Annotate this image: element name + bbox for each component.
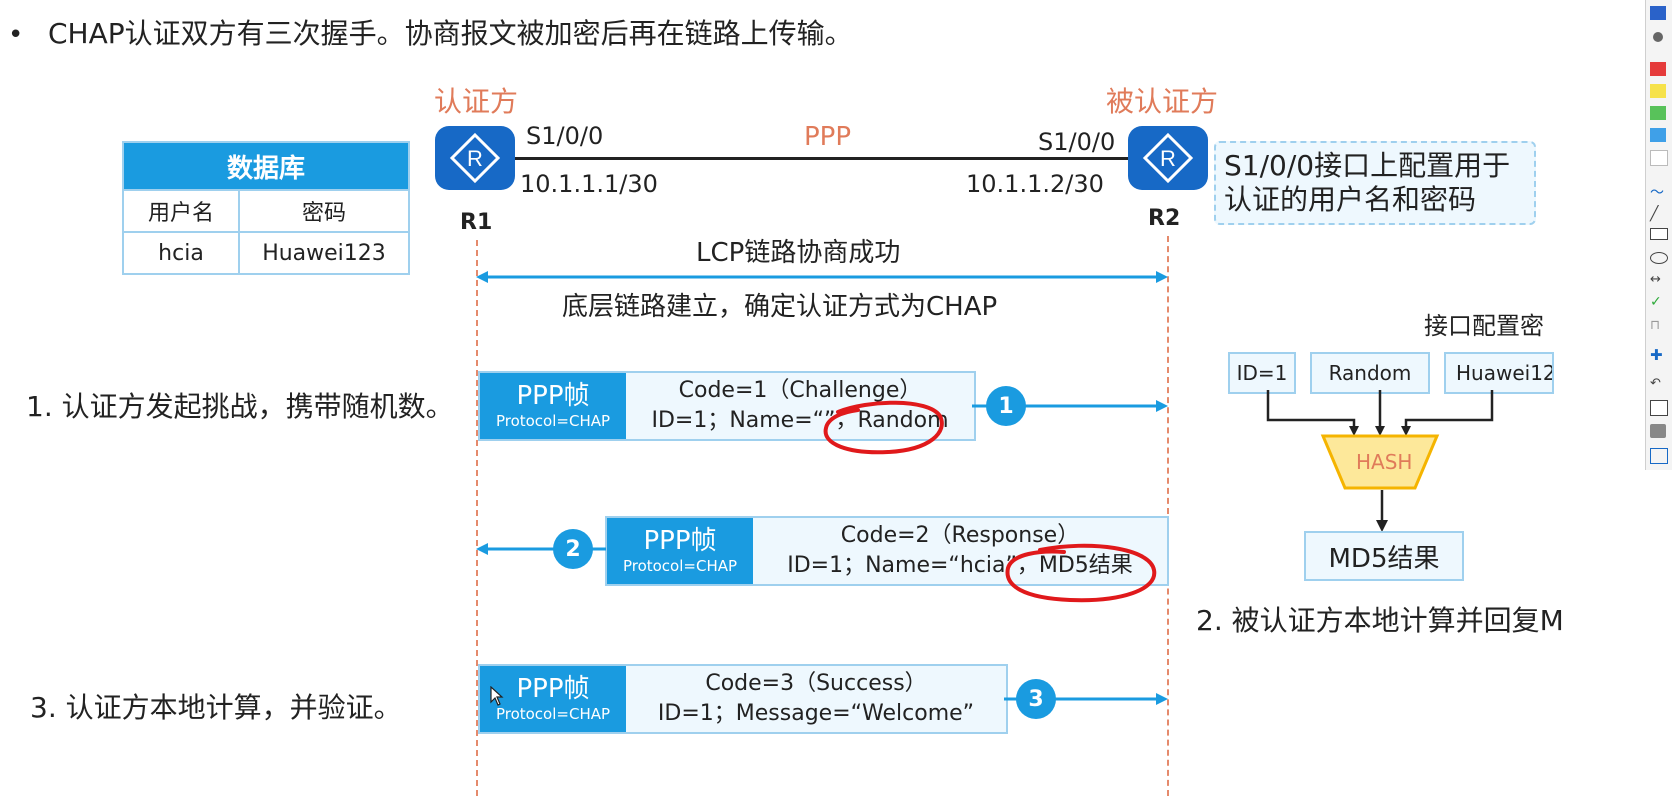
- ppp-link-line: [514, 157, 1132, 160]
- frame-header: PPP帧 Protocol=CHAP: [480, 373, 626, 439]
- screen-icon[interactable]: [1650, 448, 1668, 464]
- step-2-text: 2. 被认证方本地计算并回复M: [1196, 604, 1564, 637]
- freehand-icon[interactable]: ～: [1650, 185, 1664, 201]
- step-2-badge: 2: [553, 529, 593, 569]
- random-annotation-circle: [823, 400, 944, 455]
- hash-input-arrows: [1266, 390, 1494, 436]
- frame-header: PPP帧 Protocol=CHAP: [607, 518, 753, 584]
- frame-code: Code=3（Success）: [705, 671, 927, 696]
- check-icon[interactable]: ✓: [1650, 294, 1662, 310]
- database-col-password: 密码: [238, 189, 410, 233]
- arrow-tool-icon[interactable]: ↔: [1650, 272, 1661, 287]
- database-col-username: 用户名: [122, 189, 240, 233]
- router-icon: R: [449, 132, 501, 184]
- drawing-toolbar: ～ ╱ ↔ ✓ ⊓ ✚ ↶: [1645, 0, 1672, 470]
- hash-trapezoid: [1320, 434, 1440, 490]
- svg-text:R: R: [467, 146, 483, 171]
- frame-type: PPP帧: [516, 381, 590, 411]
- frame-body: Code=2（Response） ID=1；Name=“hcia”，MD5结果: [753, 518, 1167, 584]
- step-1-text: 1. 认证方发起挑战，携带随机数。: [26, 390, 454, 423]
- ellipse-icon[interactable]: [1650, 252, 1668, 264]
- print-icon[interactable]: [1650, 424, 1666, 438]
- line-icon[interactable]: ╱: [1650, 206, 1659, 222]
- router-r2: R: [1128, 126, 1208, 190]
- hash-diagram-title: 接口配置密: [1424, 312, 1544, 340]
- router-r1: R: [435, 126, 515, 190]
- rectangle-icon[interactable]: [1650, 228, 1668, 240]
- frame-header: PPP帧 Protocol=CHAP: [480, 666, 626, 732]
- frame-body: Code=1（Challenge） ID=1；Name=“”，Random: [626, 373, 974, 439]
- r1-port: S1/0/0: [526, 122, 604, 150]
- frame-protocol: Protocol=CHAP: [495, 705, 611, 723]
- step-3-badge: 3: [1016, 679, 1056, 719]
- frame-response: PPP帧 Protocol=CHAP Code=2（Response） ID=1…: [605, 516, 1169, 586]
- stamp-icon[interactable]: ⊓: [1650, 318, 1661, 333]
- dot-icon[interactable]: [1653, 32, 1663, 42]
- database-table: 数据库 用户名 密码 hcia Huawei123: [122, 141, 410, 275]
- step-1-badge: 1: [986, 386, 1026, 426]
- hash-result: MD5结果: [1304, 531, 1464, 581]
- md5-annotation-circle: [1005, 543, 1157, 603]
- frame-code: Code=1（Challenge）: [678, 378, 922, 403]
- hash-label: HASH: [1356, 450, 1413, 474]
- color-green-icon[interactable]: [1650, 106, 1666, 120]
- r1-name: R1: [460, 210, 493, 235]
- bullet-icon: •: [8, 20, 24, 50]
- frame-challenge: PPP帧 Protocol=CHAP Code=1（Challenge） ID=…: [478, 371, 976, 441]
- ppp-link-label: PPP: [804, 122, 852, 152]
- router-icon: R: [1142, 132, 1194, 184]
- r2-port: S1/0/0: [1038, 128, 1116, 156]
- r2-name: R2: [1148, 206, 1181, 231]
- frame-code: Code=2（Response）: [840, 523, 1080, 548]
- frame-fields: ID=1；Name=“”，Random: [651, 408, 949, 433]
- frame-body: Code=3（Success） ID=1；Message=“Welcome”: [626, 666, 1006, 732]
- frame-fields: ID=1；Message=“Welcome”: [657, 701, 975, 726]
- color-white-icon[interactable]: [1650, 150, 1668, 166]
- page-icon[interactable]: [1650, 400, 1668, 416]
- database-username: hcia: [122, 231, 240, 275]
- authenticatee-role-label: 被认证方: [1106, 85, 1219, 118]
- plus-icon[interactable]: ✚: [1650, 346, 1663, 364]
- lcp-success-text: LCP链路协商成功: [696, 238, 901, 268]
- frame-protocol: Protocol=CHAP: [622, 557, 738, 575]
- step-3-text: 3. 认证方本地计算，并验证。: [30, 691, 402, 724]
- color-yellow-icon[interactable]: [1650, 84, 1666, 98]
- database-password: Huawei123: [238, 231, 410, 275]
- header-bullet-line: • CHAP认证双方有三次握手。协商报文被加密后再在链路上传输。: [8, 12, 853, 52]
- authenticator-role-label: 认证方: [434, 85, 519, 118]
- config-callout: S1/0/0接口上配置用于 认证的用户名和密码: [1214, 141, 1536, 225]
- r1-ip: 10.1.1.1/30: [520, 170, 658, 198]
- hash-input-id: ID=1: [1228, 352, 1296, 394]
- svg-text:R: R: [1160, 146, 1176, 171]
- frame-protocol: Protocol=CHAP: [495, 412, 611, 430]
- frame-type: PPP帧: [643, 526, 717, 556]
- r2-ip: 10.1.1.2/30: [966, 170, 1104, 198]
- hash-input-password: Huawei12: [1444, 352, 1554, 394]
- cursor-icon: [490, 686, 504, 706]
- hash-input-random: Random: [1310, 352, 1430, 394]
- lcp-detail-text: 底层链路建立，确定认证方式为CHAP: [562, 292, 998, 322]
- hash-output-arrow: [1376, 490, 1388, 532]
- color-red-icon[interactable]: [1650, 62, 1666, 76]
- callout-line-1: S1/0/0接口上配置用于: [1224, 149, 1511, 182]
- color-blue-icon[interactable]: [1650, 128, 1666, 142]
- database-title: 数据库: [122, 141, 410, 191]
- callout-line-2: 认证的用户名和密码: [1224, 183, 1477, 216]
- frame-type: PPP帧: [516, 674, 590, 704]
- pen-blue-icon[interactable]: [1650, 6, 1666, 20]
- header-text: CHAP认证双方有三次握手。协商报文被加密后再在链路上传输。: [48, 17, 853, 50]
- r1-lifeline: [476, 240, 478, 796]
- frame-success: PPP帧 Protocol=CHAP Code=3（Success） ID=1；…: [478, 664, 1008, 734]
- frame-fields: ID=1；Name=“hcia”，MD5结果: [787, 553, 1133, 578]
- lcp-double-arrow: [476, 271, 1168, 283]
- undo-icon[interactable]: ↶: [1650, 376, 1661, 391]
